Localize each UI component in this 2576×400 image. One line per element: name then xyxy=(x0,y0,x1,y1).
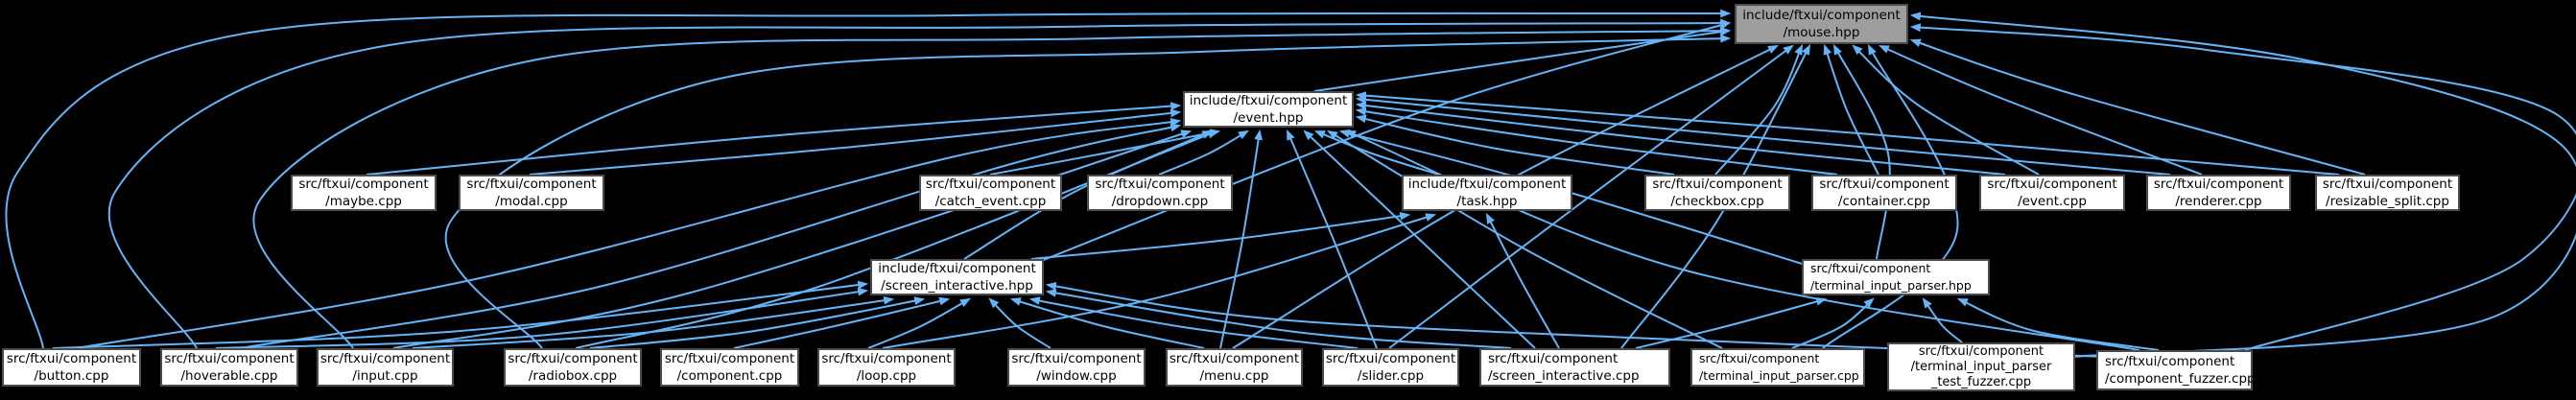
graph-edge-menu_cpp-to-event_hpp xyxy=(1219,129,1263,349)
graph-edge-modal_cpp-to-event_hpp xyxy=(529,108,1182,176)
graph-edge-maybe_cpp-to-event_hpp xyxy=(366,102,1182,176)
graph-node-container_cpp[interactable]: src/ftxui/component /container.cpp xyxy=(1811,175,1957,211)
graph-edge-catch_event_cpp-to-event_hpp xyxy=(989,129,1221,176)
graph-node-window_cpp[interactable]: src/ftxui/component /window.cpp xyxy=(1007,348,1146,387)
graph-node-checkbox_cpp[interactable]: src/ftxui/component /checkbox.cpp xyxy=(1644,175,1790,211)
graph-node-button_cpp[interactable]: src/ftxui/component /button.cpp xyxy=(2,348,141,387)
graph-node-terminal_input_parser_cpp[interactable]: src/ftxui/component /terminal_input_pars… xyxy=(1690,348,1865,387)
graph-node-menu_cpp[interactable]: src/ftxui/component /menu.cpp xyxy=(1166,348,1303,387)
graph-node-resizable_split_cpp[interactable]: src/ftxui/component /resizable_split.cpp xyxy=(2315,175,2460,211)
graph-node-dropdown_cpp[interactable]: src/ftxui/component /dropdown.cpp xyxy=(1087,175,1233,211)
graph-node-event_hpp[interactable]: include/ftxui/component /event.hpp xyxy=(1183,91,1354,128)
graph-edge-hoverable_cpp-to-mouse_hpp xyxy=(107,18,1732,349)
graph-edge-terminal_input_parser_cpp-to-mouse_hpp xyxy=(1822,44,1959,349)
graph-edge-input_cpp-to-screen_interactive_hpp xyxy=(412,295,895,349)
graph-node-event_cpp[interactable]: src/ftxui/component /event.cpp xyxy=(1979,175,2125,211)
graph-node-maybe_cpp[interactable]: src/ftxui/component /maybe.cpp xyxy=(291,175,437,211)
graph-edge-checkbox_cpp-to-event_hpp xyxy=(1355,114,1675,176)
graph-edge-screen_interactive_cpp-to-task_hpp xyxy=(1485,213,1560,349)
graph-edge-hoverable_cpp-to-event_hpp xyxy=(239,123,1182,349)
graph-edge-loop_cpp-to-task_hpp xyxy=(882,213,1437,349)
graph-node-renderer_cpp[interactable]: src/ftxui/component /renderer.cpp xyxy=(2146,175,2291,211)
graph-node-component_fuzzer_cpp[interactable]: src/ftxui/component /component_fuzzer.cp… xyxy=(2096,350,2256,390)
graph-edge-container_cpp-to-mouse_hpp xyxy=(1823,43,1879,176)
graph-node-terminal_input_parser_test_fuzzer_cpp[interactable]: src/ftxui/component /terminal_input_pars… xyxy=(1887,342,2075,391)
graph-edge-slider_cpp-to-screen_interactive_hpp xyxy=(1028,296,1359,349)
graph-node-mouse_hpp[interactable]: include/ftxui/component /mouse.hpp xyxy=(1735,4,1908,44)
graph-node-modal_cpp[interactable]: src/ftxui/component /modal.cpp xyxy=(459,175,604,211)
graph-edge-loop_cpp-to-screen_interactive_hpp xyxy=(867,297,971,349)
graph-node-screen_interactive_hpp[interactable]: include/ftxui/component /screen_interact… xyxy=(870,259,1044,295)
graph-node-terminal_input_parser_hpp[interactable]: src/ftxui/component /terminal_input_pars… xyxy=(1802,259,1990,295)
graph-edge-input_cpp-to-mouse_hpp xyxy=(252,26,1732,349)
graph-edge-screen_interactive_hpp-to-task_hpp xyxy=(1030,211,1411,260)
graph-edge-terminal_input_parser_hpp-to-mouse_hpp xyxy=(1833,44,1891,260)
graph-edge-radiobox_cpp-to-event_hpp xyxy=(575,130,1219,349)
graph-edge-terminal_input_parser_cpp-to-event_hpp xyxy=(1327,129,1723,349)
graph-node-screen_interactive_cpp[interactable]: src/ftxui/component /screen_interactive.… xyxy=(1479,348,1670,387)
graph-edge-input_cpp-to-event_hpp xyxy=(392,129,1193,349)
graph-edge-terminal_input_parser_test_fuzzer_cpp-to-terminal_input_parser_hpp xyxy=(1922,297,1963,343)
graph-node-input_cpp[interactable]: src/ftxui/component /input.cpp xyxy=(317,348,454,387)
graph-edge-window_cpp-to-screen_interactive_hpp xyxy=(988,297,1052,349)
graph-edge-dropdown_cpp-to-event_hpp xyxy=(1158,129,1249,176)
graph-edge-component_fuzzer_cpp-to-terminal_input_parser_hpp xyxy=(1956,298,2160,351)
graph-edge-component_fuzzer_cpp-to-mouse_hpp xyxy=(1909,23,2576,351)
graph-edge-screen_interactive_hpp-to-event_hpp xyxy=(963,130,1214,260)
graph-edge-slider_cpp-to-event_hpp xyxy=(1287,129,1378,349)
graph-edge-menu_cpp-to-screen_interactive_hpp xyxy=(1009,297,1205,349)
graph-edge-resizable_split_cpp-to-mouse_hpp xyxy=(1909,38,2366,176)
graph-edge-button_cpp-to-mouse_hpp xyxy=(5,9,1732,349)
graph-edge-container_cpp-to-event_hpp xyxy=(1355,106,1838,176)
graph-edge-checkbox_cpp-to-mouse_hpp xyxy=(1714,43,1803,176)
graph-node-task_hpp[interactable]: include/ftxui/component /task.hpp xyxy=(1402,175,1572,211)
graph-edge-button_cpp-to-screen_interactive_hpp xyxy=(52,280,869,349)
graph-edge-hoverable_cpp-to-screen_interactive_hpp xyxy=(215,287,869,349)
graph-node-radiobox_cpp[interactable]: src/ftxui/component /radiobox.cpp xyxy=(504,348,642,387)
graph-node-hoverable_cpp[interactable]: src/ftxui/component /hoverable.cpp xyxy=(160,348,298,387)
graph-edge-resizable_split_cpp-to-event_hpp xyxy=(1355,91,2340,176)
graph-edge-button_cpp-to-event_hpp xyxy=(76,118,1182,349)
graph-edge-component_fuzzer_cpp-to-event_hpp xyxy=(1344,130,2140,351)
graph-node-slider_cpp[interactable]: src/ftxui/component /slider.cpp xyxy=(1322,348,1459,387)
graph-edge-renderer_cpp-to-event_hpp xyxy=(1355,95,2171,176)
graph-edge-slider_cpp-to-mouse_hpp xyxy=(1388,44,1794,349)
graph-edge-screen_interactive_cpp-to-terminal_input_parser_hpp xyxy=(1635,297,1828,349)
graph-node-catch_event_cpp[interactable]: src/ftxui/component /catch_event.cpp xyxy=(919,175,1062,211)
graph-edge-component_cpp-to-screen_interactive_hpp xyxy=(733,296,951,349)
graph-node-component_cpp[interactable]: src/ftxui/component /component.cpp xyxy=(660,348,799,387)
graph-edge-screen_interactive_cpp-to-event_hpp xyxy=(1303,129,1536,349)
graph-edge-screen_interactive_cpp-to-mouse_hpp xyxy=(1620,44,1811,349)
graph-edge-event_hpp-to-mouse_hpp xyxy=(1313,27,1732,92)
graph-edge-radiobox_cpp-to-screen_interactive_hpp xyxy=(589,296,926,349)
graph-node-loop_cpp[interactable]: src/ftxui/component /loop.cpp xyxy=(817,348,956,387)
graph-edge-renderer_cpp-to-mouse_hpp xyxy=(1878,45,2203,176)
graph-edge-terminal_input_parser_test_fuzzer_cpp-to-mouse_hpp xyxy=(1909,12,2576,358)
graph-edge-radiobox_cpp-to-mouse_hpp xyxy=(444,34,1732,349)
graph-edge-task_hpp-to-event_hpp xyxy=(1313,130,1440,176)
graph-edge-event_cpp-to-event_hpp xyxy=(1355,101,2006,176)
graph-edge-screen_interactive_hpp-to-mouse_hpp xyxy=(1040,21,1732,262)
graph-edge-screen_interactive_cpp-to-screen_interactive_hpp xyxy=(1045,289,1512,349)
graph-edge-terminal_input_parser_cpp-to-terminal_input_parser_hpp xyxy=(1791,297,1875,349)
